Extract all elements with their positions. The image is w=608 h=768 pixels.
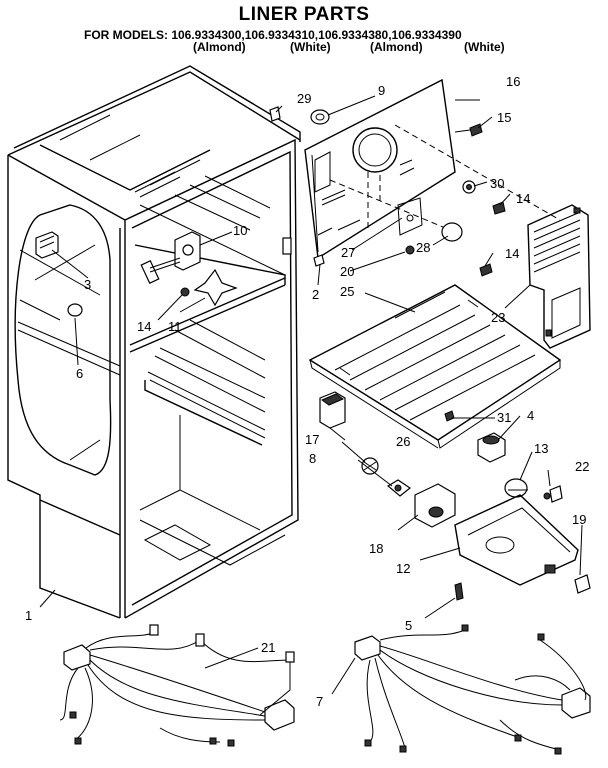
models-line: FOR MODELS: 106.9334300,106.9334310,106.… (84, 28, 462, 42)
callout-2: 2 (312, 287, 319, 302)
callout-21: 21 (261, 640, 275, 655)
part-18-housing (414, 483, 456, 528)
part-19-bracket (574, 574, 591, 594)
part-30-nut (462, 180, 476, 194)
part-14-screw-right (492, 201, 506, 215)
part-13-bulb (504, 478, 528, 498)
color-label-1: (Almond) (193, 40, 246, 54)
callout-25: 25 (340, 284, 354, 299)
callout-14a: 14 (516, 191, 530, 206)
part-12-light-shield (454, 494, 579, 586)
callout-27: 27 (341, 245, 355, 260)
page-title: LINER PARTS (238, 4, 370, 25)
callout-28: 28 (416, 240, 430, 255)
callout-9: 9 (378, 83, 385, 98)
part-8-switch (386, 479, 412, 497)
callout-26: 26 (396, 434, 410, 449)
callout-6: 6 (76, 366, 83, 381)
part-3-bracket (35, 231, 59, 259)
part-15-screw (454, 123, 483, 137)
part-6-knob (67, 303, 83, 317)
part-5-screw (454, 582, 464, 601)
callout-30: 30 (490, 176, 504, 191)
liner-cabinet (7, 65, 301, 619)
callout-15: 15 (497, 110, 511, 125)
part-22-socket (543, 485, 563, 503)
callout-8: 8 (309, 451, 316, 466)
part-26-block (319, 391, 346, 429)
part-21-harness (59, 624, 295, 747)
part-10-damper (149, 231, 201, 273)
callout-14c: 14 (137, 319, 151, 334)
callout-14b: 14 (505, 246, 519, 261)
color-label-3: (Almond) (370, 40, 423, 54)
part-14-screw-upper-right (479, 263, 493, 277)
callout-13: 13 (534, 441, 548, 456)
callout-31: 31 (497, 410, 511, 425)
callout-19: 19 (572, 512, 586, 527)
part-25-evaporator-shelf (308, 284, 562, 449)
part-31-screw (444, 410, 455, 422)
callout-10: 10 (233, 223, 247, 238)
callout-3: 3 (84, 277, 91, 292)
part-11-fan (193, 268, 238, 307)
callout-1: 1 (25, 608, 32, 623)
part-2-screw (313, 254, 325, 267)
part-20-screw (405, 245, 415, 255)
callout-labels: 29 9 16 15 30 14 10 3 27 20 28 2 25 14 2… (25, 74, 589, 709)
callout-23: 23 (491, 310, 505, 325)
callout-5: 5 (405, 618, 412, 633)
part-17-cap (361, 457, 379, 475)
callout-4: 4 (527, 408, 534, 423)
leader-lines (39, 95, 583, 695)
part-4-thermostat (477, 432, 506, 463)
color-label-4: (White) (464, 40, 505, 54)
callout-20: 20 (340, 264, 354, 279)
part-14-screw-left (180, 287, 190, 297)
callout-29: 29 (297, 91, 311, 106)
callout-16: 16 (506, 74, 520, 89)
color-label-2: (White) (290, 40, 331, 54)
callout-17: 17 (305, 432, 319, 447)
callout-11: 11 (168, 319, 182, 334)
part-9-grommet (310, 109, 330, 125)
part-23-grille (527, 204, 591, 349)
part-16-evap-cover (304, 78, 456, 260)
part-7-harness (354, 624, 591, 755)
callout-18: 18 (369, 541, 383, 556)
callout-12: 12 (396, 561, 410, 576)
callout-7: 7 (316, 694, 323, 709)
callout-22: 22 (575, 459, 589, 474)
